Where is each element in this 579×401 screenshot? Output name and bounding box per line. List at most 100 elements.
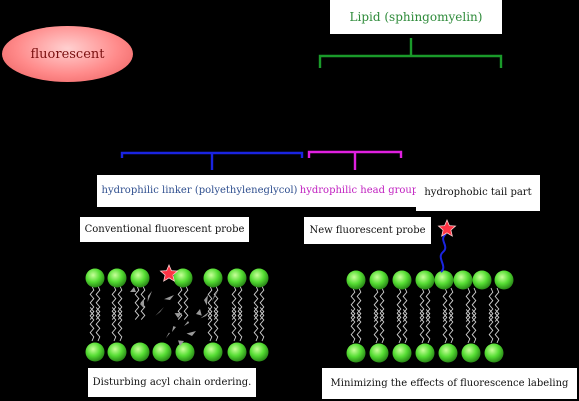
lipid-tail: [207, 285, 213, 320]
lipid-label: Lipid (sphingomyelin): [349, 10, 483, 24]
lipid-head: [369, 343, 389, 363]
lipid-tail: [183, 285, 189, 320]
lipid-head: [107, 342, 127, 362]
lipid-tail: [134, 285, 140, 320]
chain-segment: [178, 340, 184, 346]
lipid-tail: [213, 307, 219, 342]
chain-segment: [147, 291, 152, 302]
lipid-tail: [448, 309, 454, 344]
conventional-label-box: Conventional fluorescent probe: [80, 217, 249, 242]
conventional-probe-star: [159, 263, 179, 282]
chain-segment: [186, 331, 196, 336]
lipid-head: [130, 342, 150, 362]
lipid-tail: [419, 287, 425, 322]
lipid-tail: [379, 287, 385, 322]
lipid-tail: [89, 285, 95, 320]
lipid-head: [461, 343, 481, 363]
head-label-box: hydrophilic head group: [300, 175, 418, 207]
chain-segment: [184, 321, 190, 326]
lipid-head: [438, 343, 458, 363]
head-bracket: [307, 150, 403, 170]
lipid-tail: [442, 287, 448, 322]
tail-label: hydrophobic tail part: [424, 187, 532, 198]
lipid-tail: [259, 285, 265, 320]
lipid-tail: [111, 307, 117, 342]
lipid-head: [227, 342, 247, 362]
lipid-head: [434, 270, 454, 290]
lipid-head: [249, 342, 269, 362]
lipid-tail: [350, 309, 356, 344]
lipid-tail: [425, 309, 431, 344]
minimizing-label: Minimizing the effects of fluorescence l…: [330, 377, 569, 389]
new-probe-label: New fluorescent probe: [309, 224, 426, 236]
lipid-tail: [471, 287, 477, 322]
lipid-head: [175, 342, 195, 362]
lipid-head: [415, 343, 435, 363]
chain-segment: [166, 332, 170, 338]
lipid-tail: [89, 307, 95, 342]
chain-segment: [155, 307, 164, 316]
lipid-tail: [494, 287, 500, 322]
lipid-tail: [379, 309, 385, 344]
lipid-tail: [231, 307, 237, 342]
lipid-tail: [259, 307, 265, 342]
minimizing-label-box: Minimizing the effects of fluorescence l…: [322, 368, 577, 399]
fluorescent-label: fluorescent: [30, 46, 105, 62]
lipid-tail: [231, 285, 237, 320]
lipid-head: [203, 342, 223, 362]
lipid-tail: [488, 287, 494, 322]
lipid-tail: [207, 307, 213, 342]
lipid-tail: [465, 309, 471, 344]
lipid-head: [346, 343, 366, 363]
lipid-head: [227, 268, 247, 288]
lipid-head: [392, 343, 412, 363]
tail-label-box: hydrophobic tail part: [416, 175, 540, 211]
chain-segment: [204, 295, 208, 306]
lipid-head: [85, 342, 105, 362]
linker-bracket: [120, 151, 304, 170]
lipid-tail: [95, 285, 101, 320]
lipid-head: [392, 270, 412, 290]
lipid-tail: [237, 285, 243, 320]
chain-segment: [130, 287, 136, 292]
linker-label-box: hydrophilic linker (polyethyleneglycol): [97, 175, 302, 207]
disturbing-label: Disturbing acyl chain ordering.: [92, 376, 252, 388]
lipid-head: [203, 268, 223, 288]
new-probe-label-box: New fluorescent probe: [304, 217, 431, 244]
linker-label: hydrophilic linker (polyethyleneglycol): [101, 185, 298, 196]
lipid-head: [85, 268, 105, 288]
lipid-tail: [95, 307, 101, 342]
lipid-tail: [253, 285, 259, 320]
peg-linker: [439, 233, 447, 273]
lipid-tail: [465, 287, 471, 322]
lipid-tail: [213, 285, 219, 320]
new-probe-star: [437, 218, 457, 237]
lipid-head: [173, 268, 193, 288]
lipid-tail: [237, 307, 243, 342]
lipid-tail: [425, 287, 431, 322]
lipid-tail: [350, 287, 356, 322]
chain-segment: [172, 326, 176, 332]
lipid-tail: [117, 285, 123, 320]
lipid-tail: [448, 287, 454, 322]
lipid-tail: [356, 309, 362, 344]
lipid-head: [369, 270, 389, 290]
lipid-head: [415, 270, 435, 290]
chain-segment: [174, 313, 182, 318]
lipid-tail: [356, 287, 362, 322]
lipid-head: [472, 270, 492, 290]
lipid-tail: [471, 309, 477, 344]
lipid-tail: [396, 309, 402, 344]
chain-segment: [164, 295, 174, 300]
lipid-head: [453, 270, 473, 290]
lipid-tail: [419, 309, 425, 344]
lipid-head: [484, 343, 504, 363]
lipid-tail: [373, 287, 379, 322]
lipid-label-box: Lipid (sphingomyelin): [330, 0, 502, 34]
chain-segment: [200, 311, 210, 319]
lipid-head: [152, 342, 172, 362]
lipid-head: [130, 268, 150, 288]
lipid-tail: [373, 309, 379, 344]
